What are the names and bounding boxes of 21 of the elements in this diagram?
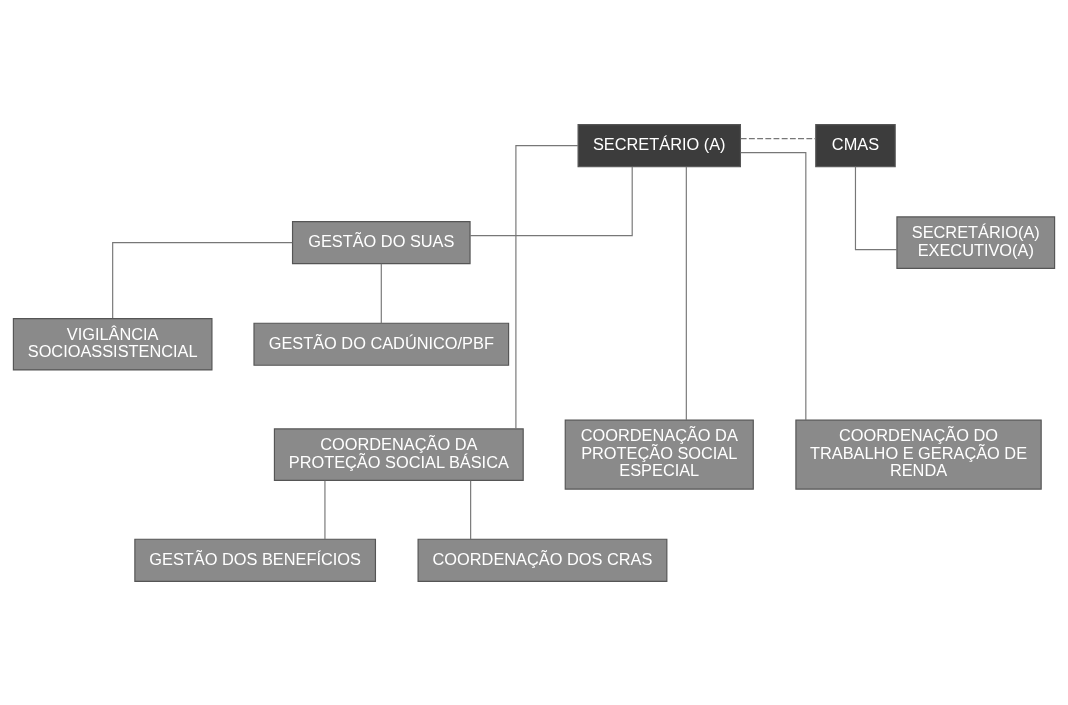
node-box: SECRETÁRIO (A) — [577, 123, 741, 167]
connector — [740, 137, 817, 139]
node-box: SECRETÁRIO(A) EXECUTIVO(A) — [896, 215, 1056, 269]
connector — [515, 144, 579, 429]
node-box: COORDENAÇÃO DO TRABALHO E GERAÇÃO DE RENDA — [795, 419, 1042, 490]
connector — [740, 151, 807, 421]
connector — [112, 241, 293, 319]
connector — [854, 165, 898, 250]
connector — [469, 165, 633, 236]
node-box: GESTÃO DO SUAS — [291, 220, 471, 264]
connector — [324, 479, 326, 540]
connector — [685, 165, 687, 421]
node-box: COORDENAÇÃO DA PROTEÇÃO SOCIAL BÁSICA — [273, 427, 524, 481]
node-box: VIGILÂNCIA SOCIOASSISTENCIAL — [12, 317, 213, 370]
node-box: COORDENAÇÃO DA PROTEÇÃO SOCIAL ESPECIAL — [564, 419, 754, 490]
node-box: COORDENAÇÃO DOS CRAS — [417, 538, 668, 582]
node-box: CMAS — [815, 123, 896, 167]
connector — [470, 479, 472, 540]
node-box: GESTÃO DO CADÚNICO/PBF — [253, 322, 510, 366]
connector — [380, 262, 382, 324]
node-box: GESTÃO DOS BENEFÍCIOS — [134, 538, 377, 582]
